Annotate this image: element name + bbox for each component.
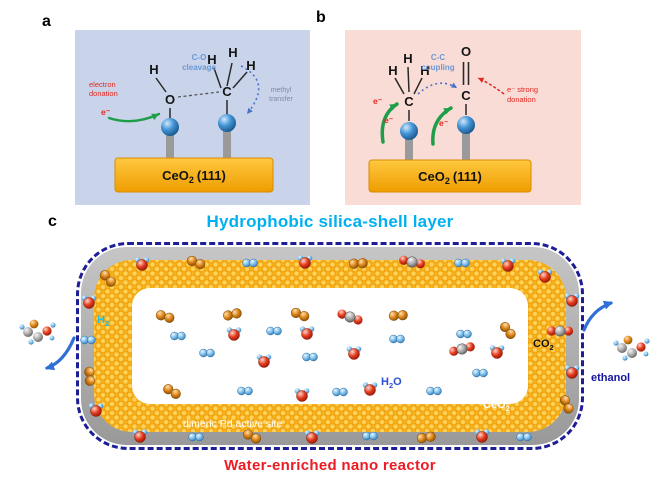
panel-a-scheme: CeO2(111) H O C H H H C-O cleavage elect… bbox=[89, 45, 294, 193]
panel-b: CeO2(111) H H H C C O C-C coupling e⁻ bbox=[345, 30, 581, 205]
methyl-transfer-arrow bbox=[240, 65, 260, 115]
arrowhead bbox=[476, 75, 485, 83]
h-atom: H bbox=[420, 63, 429, 78]
arrowhead bbox=[602, 297, 615, 310]
panel-a-letter: a bbox=[42, 13, 51, 30]
donation-arrow bbox=[477, 77, 505, 95]
ce-pillar bbox=[405, 138, 413, 162]
coupling-note: coupling bbox=[421, 63, 454, 72]
mesoporous-silica-band bbox=[94, 260, 566, 432]
bond bbox=[155, 77, 167, 93]
methyl-transfer-note: transfer bbox=[269, 96, 293, 103]
c-o-cleaving-bond bbox=[177, 91, 220, 98]
ce-site-sphere bbox=[161, 118, 179, 136]
ce-site-sphere bbox=[400, 122, 418, 140]
arrowhead bbox=[244, 107, 253, 116]
o-atom: O bbox=[461, 44, 471, 59]
panel-c-letter: c bbox=[48, 213, 57, 230]
panel-b-letter: b bbox=[316, 9, 326, 26]
pd-active-site-label: dimeric Pd active site bbox=[183, 418, 283, 430]
electron-donation-note: electron bbox=[89, 80, 116, 89]
donation-note: donation bbox=[507, 95, 536, 104]
ceo2-slab-label: CeO2(111) bbox=[418, 169, 482, 186]
h-atom: H bbox=[149, 62, 158, 77]
bond bbox=[413, 77, 423, 95]
ce-site-sphere bbox=[218, 114, 236, 132]
donation-note: e⁻ strong bbox=[507, 85, 538, 94]
panel-a: CeO2(111) H O C H H H C-O cleavage elect… bbox=[75, 30, 310, 205]
c-atom: C bbox=[404, 94, 414, 109]
coupling-note: C-C bbox=[431, 53, 445, 62]
reactor-interior bbox=[132, 288, 528, 404]
co2-label: CO2 bbox=[533, 338, 554, 353]
ethanol-cluster bbox=[19, 319, 56, 345]
h2o-label: H2O bbox=[381, 376, 402, 391]
h-atom: H bbox=[207, 52, 216, 67]
ceo2-slab bbox=[368, 159, 532, 193]
electron-donation-arrow bbox=[107, 112, 161, 123]
c-c-coupling-arrow bbox=[417, 82, 458, 95]
electron-donation-note: donation bbox=[89, 89, 118, 98]
h2-label: H2 bbox=[97, 314, 110, 329]
cleavage-note: C-O bbox=[192, 53, 207, 62]
ethanol-out-arrow-left bbox=[45, 336, 76, 370]
bond bbox=[394, 77, 405, 95]
nanoreactor bbox=[76, 242, 584, 450]
h-atom: H bbox=[388, 63, 397, 78]
ceo2-slab-label: CeO2(111) bbox=[162, 168, 226, 185]
panel-b-scheme: CeO2(111) H H H C C O C-C coupling e⁻ bbox=[368, 44, 538, 193]
ethanol-cluster bbox=[613, 335, 650, 361]
arrowhead bbox=[450, 82, 459, 91]
arrowhead bbox=[151, 110, 161, 121]
bond bbox=[407, 66, 410, 93]
ce-pillar bbox=[223, 130, 231, 160]
h-atom: H bbox=[228, 45, 237, 60]
ethanol-label: ethanol bbox=[591, 372, 631, 384]
electron-symbol: e⁻ bbox=[101, 107, 111, 117]
bond bbox=[226, 62, 233, 87]
silica-shell-title: Hydrophobic silica-shell layer bbox=[206, 212, 454, 231]
c-atom: C bbox=[461, 88, 471, 103]
silica-shell-layer bbox=[81, 247, 579, 445]
c-atom: C bbox=[222, 84, 232, 99]
ce-pillar bbox=[166, 134, 174, 160]
methyl-transfer-note: methyl bbox=[271, 87, 292, 94]
ceo2-label: CeO2 bbox=[483, 399, 510, 414]
ce-site-sphere bbox=[457, 116, 475, 134]
electron-symbol: e⁻ bbox=[373, 96, 383, 106]
nano-reactor-title: Water-enriched nano reactor bbox=[224, 457, 436, 474]
h-atom: H bbox=[246, 58, 255, 73]
electron-symbol: e⁻ bbox=[384, 115, 394, 125]
bond bbox=[213, 67, 222, 89]
h-atom: H bbox=[403, 51, 412, 66]
bond bbox=[232, 71, 248, 89]
arrowhead bbox=[43, 361, 56, 374]
o-atom: O bbox=[165, 92, 175, 107]
cleavage-note: cleavage bbox=[182, 63, 216, 72]
electron-symbol: e⁻ bbox=[439, 118, 449, 128]
ethanol-out-arrow-right bbox=[582, 301, 613, 332]
ce-pillar bbox=[462, 132, 470, 162]
ceo2-slab bbox=[114, 157, 274, 193]
